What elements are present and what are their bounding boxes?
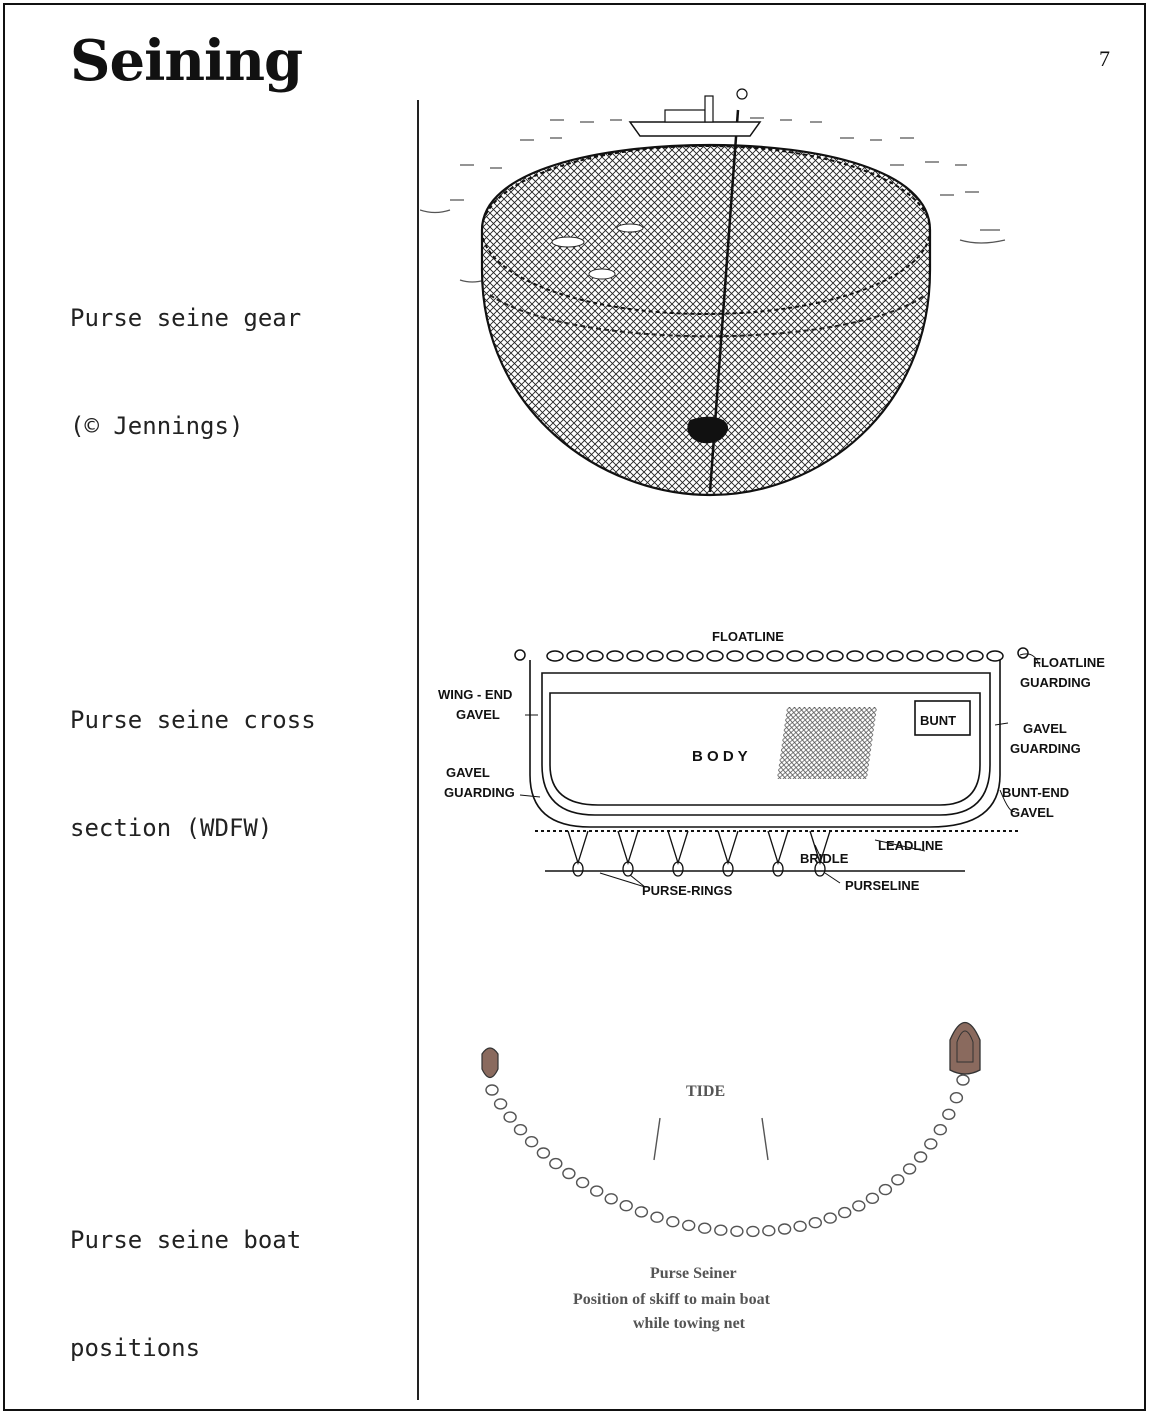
net-float (537, 1148, 549, 1158)
label-leadline: LEADLINE (878, 838, 943, 853)
net-float (635, 1207, 647, 1217)
net-float (715, 1225, 727, 1235)
column-divider (417, 100, 419, 1400)
net-float (892, 1175, 904, 1185)
label-wing-end-gavel-1: WING - END (438, 687, 512, 702)
net-float (550, 1159, 562, 1169)
caption-cross-line2: section (WDFW) (70, 810, 316, 846)
floatline-floats (515, 648, 1028, 661)
net-float (839, 1208, 851, 1218)
net-float (605, 1194, 617, 1204)
caption-boat-positions: Purse seine boat positions (70, 1150, 301, 1402)
net-float (747, 1226, 759, 1236)
label-gavel-guarding-r1: GAVEL (1023, 721, 1067, 736)
net-float (577, 1178, 589, 1188)
net-float (731, 1226, 743, 1236)
net-float (504, 1112, 516, 1122)
net-float (904, 1164, 916, 1174)
page-title: Seining (70, 28, 302, 94)
net-float (866, 1193, 878, 1203)
caption-gear-line2: (© Jennings) (70, 408, 301, 444)
purse-rings (568, 831, 830, 876)
net-outline (530, 660, 1000, 827)
caption-cross-section: Purse seine cross section (WDFW) (70, 630, 316, 882)
boat-positions-diagram: TIDE Purse Seiner Position of skiff to m… (470, 1000, 1010, 1340)
label-bunt-end-gavel-1: BUNT-END (1002, 785, 1069, 800)
caption-boat-line2: positions (70, 1330, 301, 1366)
net-float (915, 1152, 927, 1162)
label-while-towing: while towing net (633, 1315, 746, 1332)
net-float (763, 1226, 775, 1236)
net-float (620, 1201, 632, 1211)
label-bunt: BUNT (920, 713, 956, 728)
net-float (809, 1218, 821, 1228)
net-float (699, 1223, 711, 1233)
net-float (779, 1224, 791, 1234)
label-bunt-end-gavel-2: GAVEL (1010, 805, 1054, 820)
caption-gear-line1: Purse seine gear (70, 300, 301, 336)
net-float (651, 1212, 663, 1222)
label-gavel-guarding-r2: GUARDING (1010, 741, 1081, 756)
mesh-sample (777, 707, 877, 779)
main-boat-icon (950, 1023, 980, 1075)
label-position-of-skiff: Position of skiff to main boat (573, 1291, 771, 1308)
label-wing-end-gavel-2: GAVEL (456, 707, 500, 722)
label-body: B O D Y (692, 748, 748, 765)
net-float (515, 1125, 527, 1135)
label-gavel-guarding-l1: GAVEL (446, 765, 490, 780)
net-float-chain (486, 1075, 969, 1236)
skiff-icon (482, 1048, 498, 1078)
net-float (853, 1201, 865, 1211)
net-float (591, 1186, 603, 1196)
label-purse-rings: PURSE-RINGS (642, 883, 733, 898)
net-float (950, 1093, 962, 1103)
label-floatline-guarding-2: GUARDING (1020, 675, 1091, 690)
page-number: 7 (1099, 46, 1110, 72)
purse-seine-net-illustration (420, 80, 1020, 510)
caption-cross-line1: Purse seine cross (70, 702, 316, 738)
net-float (925, 1139, 937, 1149)
caption-boat-line1: Purse seine boat (70, 1222, 301, 1258)
caption-purse-seine-gear: Purse seine gear (© Jennings) (70, 228, 301, 480)
label-purse-seiner: Purse Seiner (650, 1265, 737, 1282)
net-float (563, 1169, 575, 1179)
label-tide: TIDE (686, 1083, 725, 1100)
label-floatline-guarding-1: FLOATLINE (1033, 655, 1105, 670)
label-floatline: FLOATLINE (712, 629, 784, 644)
net-float (943, 1109, 955, 1119)
net-float (683, 1220, 695, 1230)
label-purseline: PURSELINE (845, 878, 920, 893)
net-float (824, 1213, 836, 1223)
net-float (526, 1137, 538, 1147)
net-float (934, 1125, 946, 1135)
label-gavel-guarding-l2: GUARDING (444, 785, 515, 800)
fishing-boat (630, 89, 760, 136)
label-bridle: BRIDLE (800, 851, 849, 866)
cross-section-diagram: FLOATLINE FLOATLINE GUARDING WING - END … (420, 615, 1120, 915)
net-float (486, 1085, 498, 1095)
net-float (957, 1075, 969, 1085)
net-float (495, 1099, 507, 1109)
net-float (794, 1221, 806, 1231)
net-float (667, 1217, 679, 1227)
net-float (879, 1185, 891, 1195)
